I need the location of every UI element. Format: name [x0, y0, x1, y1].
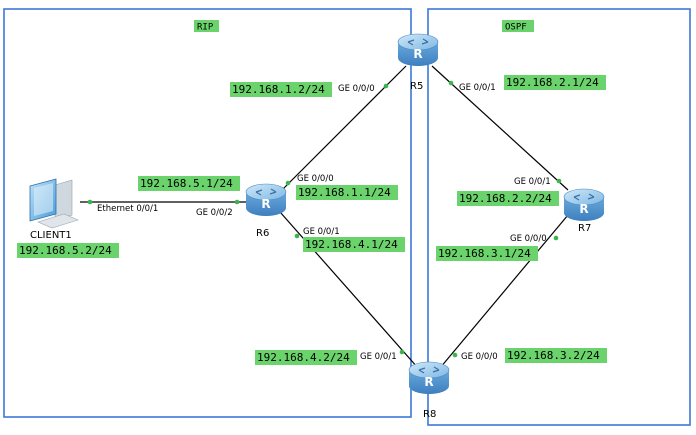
rip-label-bg [194, 20, 219, 32]
link-r5-r7 [431, 65, 569, 191]
ip-r6-ge001: 192.168.4.1/24 [305, 238, 398, 251]
port-label-r6-ge002: GE 0/0/2 [196, 208, 233, 218]
device-name-client1: CLIENT1 [30, 230, 72, 241]
device-name-r7: R7 [578, 223, 591, 234]
ip-r6-ge000: 192.168.1.1/24 [298, 186, 391, 199]
ip-client1: 192.168.5.2/24 [19, 244, 112, 257]
links [80, 65, 569, 369]
port-label-client-eth: Ethernet 0/0/1 [97, 204, 158, 214]
pc-icon[interactable] [29, 178, 79, 229]
port-label-r7-ge001: GE 0/0/1 [514, 177, 551, 187]
ip-r7-ge000: 192.168.3.1/24 [438, 247, 531, 260]
ip-r8-ge000: 192.168.3.2/24 [507, 349, 600, 362]
port-label-r7-ge000: GE 0/0/0 [510, 234, 547, 244]
link-r6-r8 [279, 211, 419, 369]
ip-r8-ge001: 192.168.4.2/24 [257, 351, 350, 364]
rip-area-label: RIP [197, 23, 214, 33]
device-name-r5: R5 [410, 81, 423, 92]
port-label-r8-ge000: GE 0/0/0 [461, 352, 498, 362]
router-icon-r8[interactable] [408, 361, 450, 395]
port-label-r5-ge000: GE 0/0/0 [338, 84, 375, 94]
device-name-r6: R6 [256, 228, 269, 239]
ip-r5-ge000: 192.168.1.2/24 [232, 83, 325, 96]
router-icon-r6[interactable] [245, 183, 287, 217]
router-icon-r5[interactable] [397, 33, 439, 67]
port-dots [87, 80, 562, 358]
ip-r6-ge002: 192.168.5.1/24 [140, 177, 233, 190]
ospf-label-bg [502, 20, 534, 32]
ip-labels: 192.168.1.2/24 192.168.2.1/24 192.168.1.… [17, 75, 607, 365]
router-icon-r7[interactable] [563, 188, 605, 222]
ip-r5-ge001: 192.168.2.1/24 [506, 76, 599, 89]
port-label-r5-ge001: GE 0/0/1 [459, 83, 496, 93]
ip-r7-ge001: 192.168.2.2/24 [459, 192, 552, 205]
port-label-r6-ge000: GE 0/0/0 [297, 174, 334, 184]
port-label-r8-ge001: GE 0/0/1 [360, 352, 397, 362]
port-label-r6-ge001: GE 0/0/1 [303, 227, 340, 237]
rip-area [3, 8, 412, 418]
device-name-r8: R8 [423, 409, 436, 420]
ospf-area-label: OSPF [505, 23, 527, 33]
link-r7-r8 [439, 214, 569, 369]
ospf-area [427, 8, 691, 426]
